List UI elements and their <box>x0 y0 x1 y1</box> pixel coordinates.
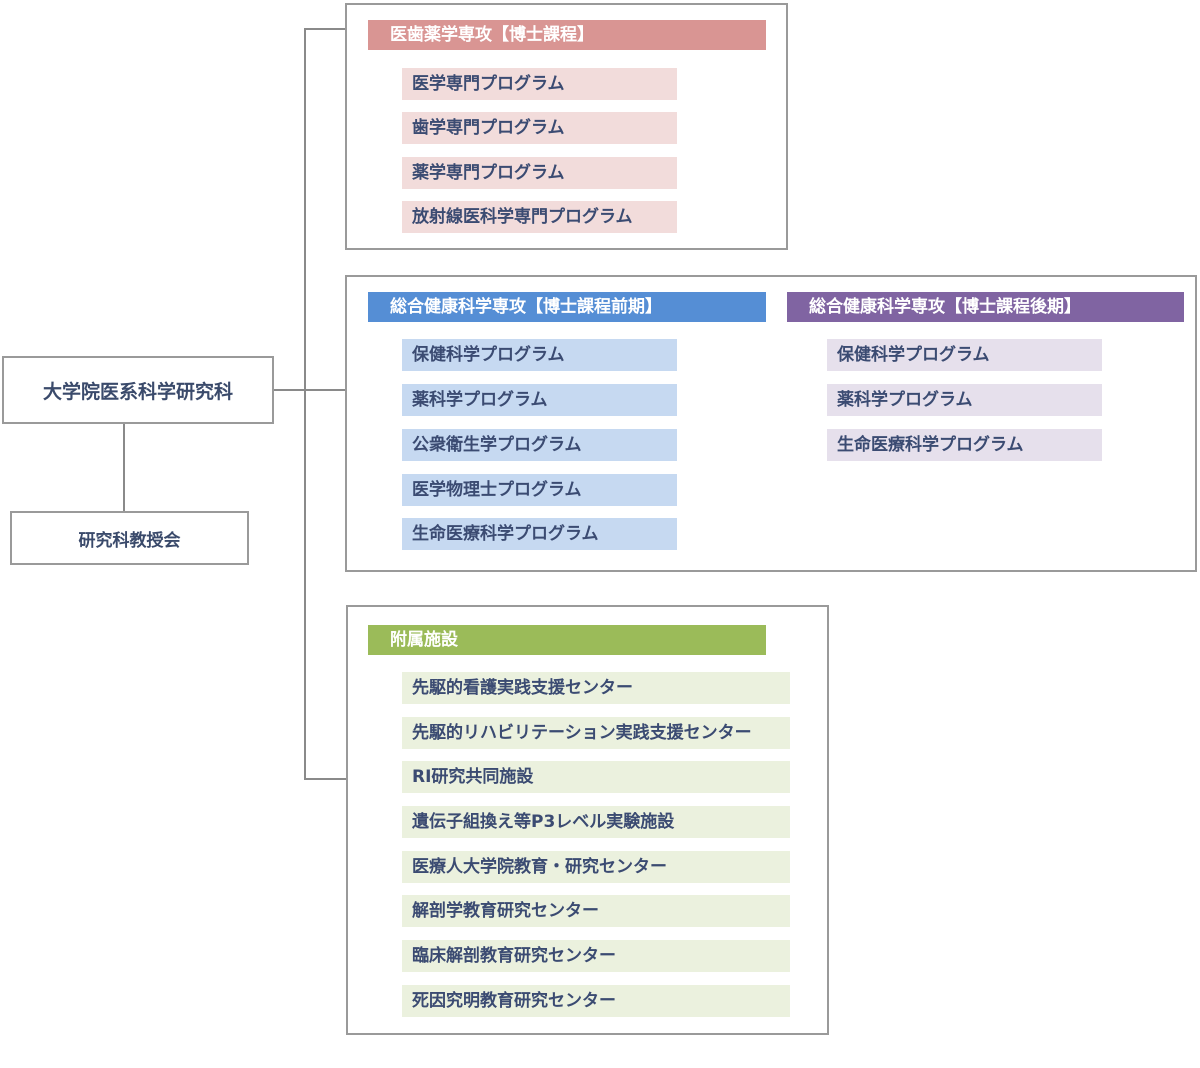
program-item: 生命医療科学プログラム <box>402 518 677 550</box>
section-doctoral-header: 医歯薬学専攻【博士課程】 <box>368 20 766 50</box>
faculty-council-node: 研究科教授会 <box>10 511 249 565</box>
connector-to-doctoral <box>304 28 346 30</box>
program-item: 歯学専門プログラム <box>402 112 677 144</box>
program-item: 保健科学プログラム <box>402 339 677 371</box>
program-item: 薬科学プログラム <box>827 384 1102 416</box>
faculty-council-label: 研究科教授会 <box>78 530 181 551</box>
program-item: 保健科学プログラム <box>827 339 1102 371</box>
section-facilities-header: 附属施設 <box>368 625 766 655</box>
connector-to-health <box>304 389 346 391</box>
program-item: 医学専門プログラム <box>402 68 677 100</box>
facility-item: 先駆的リハビリテーション実践支援センター <box>402 717 790 749</box>
connector-root-to-trunk <box>272 389 306 391</box>
facility-item: 医療人大学院教育・研究センター <box>402 851 790 883</box>
connector-to-facilities <box>304 778 348 780</box>
section-health-first-header: 総合健康科学専攻【博士課程前期】 <box>368 292 766 322</box>
facility-item: RI研究共同施設 <box>402 761 790 793</box>
connector-trunk <box>304 28 306 780</box>
program-item: 公衆衛生学プログラム <box>402 429 677 461</box>
root-node: 大学院医系科学研究科 <box>2 356 274 424</box>
facility-item: 解剖学教育研究センター <box>402 895 790 927</box>
facility-item: 先駆的看護実践支援センター <box>402 672 790 704</box>
facility-item: 臨床解剖教育研究センター <box>402 940 790 972</box>
program-item: 薬学専門プログラム <box>402 157 677 189</box>
program-item: 放射線医科学専門プログラム <box>402 201 677 233</box>
section-health-second-header: 総合健康科学専攻【博士課程後期】 <box>787 292 1184 322</box>
facility-item: 遺伝子組換え等P3レベル実験施設 <box>402 806 790 838</box>
program-item: 生命医療科学プログラム <box>827 429 1102 461</box>
program-item: 薬科学プログラム <box>402 384 677 416</box>
program-item: 医学物理士プログラム <box>402 474 677 506</box>
root-title: 大学院医系科学研究科 <box>42 380 233 403</box>
facility-item: 死因究明教育研究センター <box>402 985 790 1017</box>
connector-root-to-faculty <box>123 422 125 512</box>
